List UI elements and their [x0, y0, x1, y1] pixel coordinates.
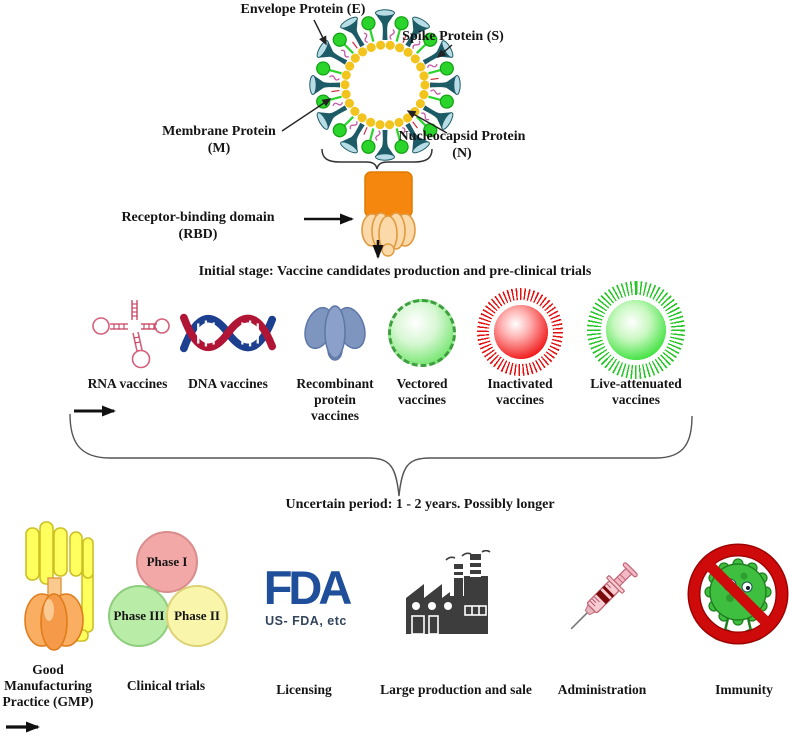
phase2-label: Phase II	[174, 608, 220, 623]
phase3-label: Phase III	[113, 608, 165, 623]
vaccine-label: Recombinant protein vaccines	[296, 376, 374, 423]
vaccine-label: Vectored vaccines	[396, 376, 448, 407]
rbd-spike-icon	[361, 171, 416, 257]
live-virion-icon	[587, 281, 685, 379]
immunity-label: Immunity	[715, 682, 773, 697]
phase1-circle: Phase I	[136, 531, 198, 593]
phase1-label: Phase I	[146, 554, 188, 569]
uncertain-period-brace	[69, 413, 693, 497]
vaccine-label: DNA vaccines	[188, 376, 268, 391]
administration-label: Administration	[557, 682, 647, 697]
vaccine-item-inactivated: Inactivated vaccines	[477, 288, 563, 408]
bioreactor-icon	[24, 521, 94, 651]
vaccine-label: RNA vaccines	[87, 376, 168, 391]
rbd-label: Receptor-binding domain (RBD)	[121, 210, 275, 242]
vaccine-item-live-attenuated: Live-attenuated vaccines	[584, 281, 688, 408]
vaccine-label: Inactivated vaccines	[487, 376, 553, 407]
initial-stage-label: Initial stage: Vaccine candidates produc…	[198, 264, 592, 279]
rna-cloverleaf-icon	[91, 300, 170, 369]
gmp-label: Good Manufacturing Practice (GMP)	[2, 662, 94, 709]
syringe-icon	[570, 562, 638, 630]
vaccine-label: Live-attenuated vaccines	[590, 376, 682, 407]
licensing-label: Licensing	[276, 682, 332, 697]
protein-molecule-icon	[304, 305, 366, 361]
phase2-circle: Phase II	[166, 585, 228, 647]
phase-circles-icon: Phase I Phase III Phase II	[106, 527, 228, 647]
factory-icon	[406, 550, 491, 635]
inactivated-virion-icon	[477, 288, 563, 376]
spike-protein-label: Spike Protein (S)	[402, 29, 504, 44]
phase3-circle: Phase III	[108, 585, 170, 647]
fda-sublabel: US- FDA, etc	[265, 613, 347, 628]
dna-helix-icon	[180, 313, 276, 353]
clinical-trials-label: Clinical trials	[126, 678, 206, 693]
vector-sphere-icon	[388, 299, 456, 367]
coronavirus-virion-icon	[309, 9, 461, 161]
vaccine-item-vectored: Vectored vaccines	[386, 290, 458, 408]
vaccine-item-rna: RNA vaccines	[85, 290, 170, 392]
uncertain-period-label: Uncertain period: 1 - 2 years. Possibly …	[285, 497, 555, 512]
membrane-protein-label: Membrane Protein (M)	[162, 124, 276, 156]
no-virus-icon	[687, 543, 789, 645]
envelope-protein-label: Envelope Protein (E)	[240, 2, 366, 17]
vaccine-item-dna: DNA vaccines	[180, 290, 276, 392]
vaccine-item-recombinant: Recombinant protein vaccines	[292, 290, 378, 424]
production-label: Large production and sale	[380, 682, 532, 697]
nucleocapsid-protein-label: Nucleocapsid Protein (N)	[398, 129, 526, 161]
fda-logo-text: FDA	[263, 561, 353, 614]
fda-logo: FDA US- FDA, etc	[250, 561, 362, 628]
